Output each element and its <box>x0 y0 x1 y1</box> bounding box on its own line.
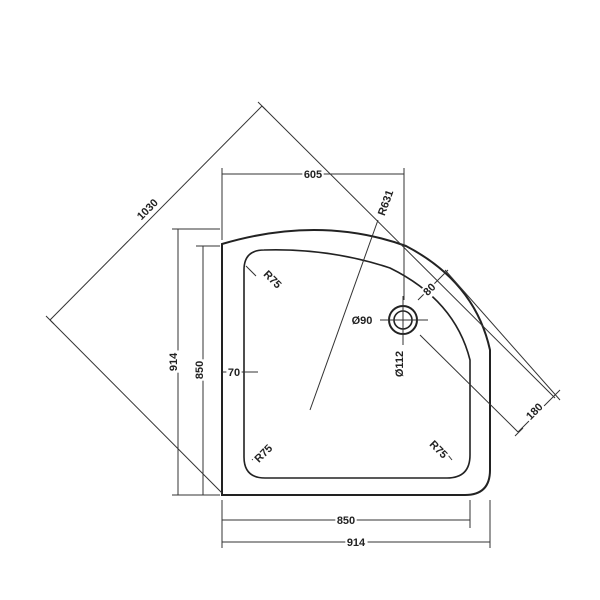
label-backing <box>375 186 398 219</box>
label-inner-offset: 70 <box>228 367 240 379</box>
label-top-width: 605 <box>304 169 322 181</box>
radius-leader <box>309 219 379 411</box>
corner-leader-tl <box>245 265 257 277</box>
label-backing <box>393 349 407 379</box>
label-backing <box>350 314 374 328</box>
label-left-outer: 914 <box>168 352 180 371</box>
label-backing <box>425 437 451 463</box>
label-backing <box>335 514 357 528</box>
label-backing <box>522 399 548 425</box>
label-backing <box>302 168 324 182</box>
diag-dimension-1030 <box>45 101 556 494</box>
label-backing <box>345 536 368 550</box>
label-left-inner: 850 <box>194 361 206 379</box>
label-backing <box>167 350 181 373</box>
label-waste-offset: 80 <box>421 281 438 298</box>
label-bottom-inner: 850 <box>337 515 355 527</box>
label-backing <box>133 195 163 225</box>
top-dimension-605 <box>221 168 405 300</box>
diag-dimension-180 <box>417 269 561 437</box>
label-backing <box>419 279 440 300</box>
label-backing <box>226 366 242 380</box>
label-backing <box>251 441 277 467</box>
label-backing <box>193 359 207 381</box>
tray-inner-outline <box>243 249 471 479</box>
label-waste-outer: Ø112 <box>394 351 406 377</box>
label-waste-diameter: Ø90 <box>352 315 373 327</box>
waste-outlet <box>380 296 428 345</box>
label-bottom-outer: 914 <box>347 537 366 549</box>
tray-outer-outline <box>221 229 491 496</box>
label-backing <box>259 267 285 293</box>
label-arc-radius: R631 <box>376 189 396 218</box>
